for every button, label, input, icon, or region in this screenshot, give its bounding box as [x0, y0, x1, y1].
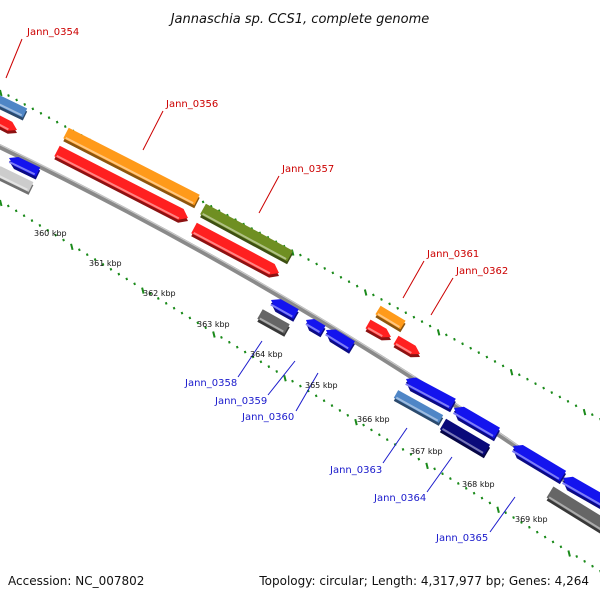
gene-steel-0363b[interactable] — [393, 390, 444, 426]
gene-left-red[interactable] — [0, 115, 17, 134]
genome-backbone-highlight — [0, 144, 600, 505]
label-leaders — [5, 38, 516, 533]
gene-label-jann-0361[interactable]: Jann_0361 — [426, 249, 479, 260]
gene-jann-0358[interactable] — [270, 299, 299, 322]
kbp-label-363: 363 kbp — [197, 320, 230, 329]
label-leader-line — [237, 340, 263, 378]
gene-label-jann-0363[interactable]: Jann_0363 — [329, 465, 382, 476]
gene-jann-0357[interactable] — [200, 203, 293, 265]
gene-label-jann-0356[interactable]: Jann_0356 — [165, 99, 218, 110]
kbp-label-366: 366 kbp — [357, 415, 390, 424]
gene-label-jann-0364[interactable]: Jann_0364 — [373, 493, 426, 504]
lower-tick-track — [0, 199, 600, 573]
gene-label-jann-0362[interactable]: Jann_0362 — [455, 266, 508, 277]
gene-gray-right[interactable] — [546, 486, 600, 535]
gene-jann-0364[interactable] — [439, 418, 491, 459]
gene-small-blue[interactable] — [305, 319, 326, 338]
gene-jann-0361[interactable] — [375, 305, 406, 333]
kbp-label-364: 364 kbp — [250, 350, 283, 359]
gene-label-jann-0358[interactable]: Jann_0358 — [184, 378, 237, 389]
topology-text: Topology: circular; Length: 4,317,977 bp… — [259, 574, 589, 588]
gene-label-jann-0359[interactable]: Jann_0359 — [214, 396, 267, 407]
kbp-label-360: 360 kbp — [34, 229, 67, 238]
gene-label-jann-0365[interactable]: Jann_0365 — [435, 533, 488, 544]
label-leader-line — [258, 175, 280, 214]
gene-features — [0, 94, 600, 535]
accession-text: Accession: NC_007802 — [8, 574, 145, 588]
gene-label-jann-0354[interactable]: Jann_0354 — [26, 27, 79, 38]
label-leader-line — [142, 110, 164, 151]
kbp-label-367: 367 kbp — [410, 447, 443, 456]
map-title: Jannaschia sp. CCS1, complete genome — [168, 12, 430, 27]
label-leader-line — [295, 372, 319, 412]
label-leader-line — [489, 496, 516, 533]
label-leader-line — [267, 360, 296, 396]
gene-left-gray[interactable] — [0, 166, 34, 195]
kbp-label-361: 361 kbp — [89, 259, 122, 268]
gene-jann-0365[interactable] — [511, 445, 567, 485]
label-leader-line — [430, 277, 454, 316]
kbp-label-368: 368 kbp — [462, 480, 495, 489]
gene-blue-0364a[interactable] — [452, 406, 500, 442]
genome-backbone — [0, 144, 600, 509]
kbp-label-365: 365 kbp — [305, 381, 338, 390]
kbp-label-362: 362 kbp — [143, 289, 176, 298]
gene-label-jann-0357[interactable]: Jann_0357 — [281, 164, 334, 175]
gene-red-0361b[interactable] — [365, 319, 392, 341]
kbp-label-369: 369 kbp — [515, 515, 548, 524]
gene-blue-right[interactable] — [562, 476, 600, 510]
label-leader-line — [426, 456, 453, 493]
label-leader-line — [382, 427, 408, 464]
gene-jann-0363[interactable] — [405, 377, 456, 413]
gene-jann-0354[interactable] — [0, 94, 28, 121]
gene-jann-0360[interactable] — [325, 329, 355, 354]
gene-jann-0356[interactable] — [63, 127, 200, 209]
gene-label-jann-0360[interactable]: Jann_0360 — [241, 412, 294, 423]
gene-jann-0362[interactable] — [393, 335, 421, 358]
gene-red-long[interactable] — [54, 145, 188, 223]
gene-left-blue[interactable] — [8, 157, 41, 180]
gene-red-0357b[interactable] — [191, 222, 279, 278]
gene-jann-0359[interactable] — [257, 309, 290, 337]
label-leader-line — [402, 260, 425, 299]
label-leader-line — [5, 38, 23, 79]
